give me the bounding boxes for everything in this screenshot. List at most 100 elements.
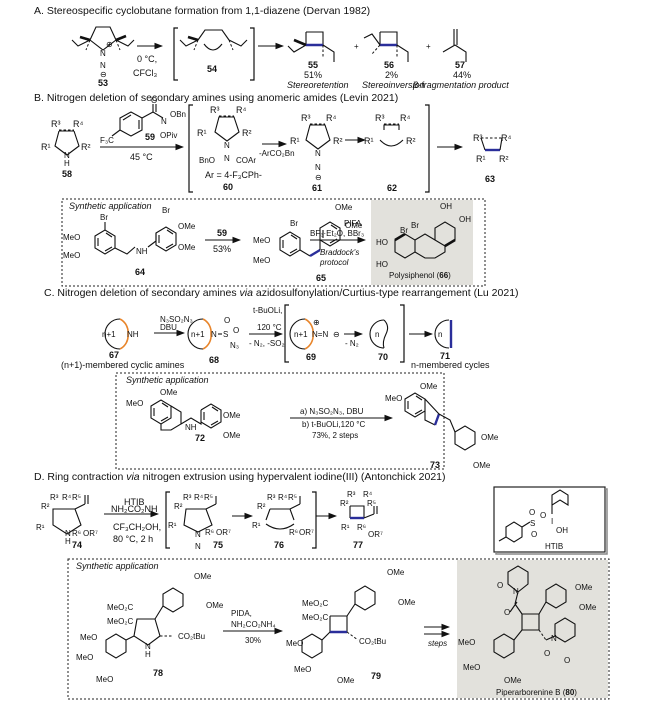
- svg-text:N=N: N=N: [312, 330, 328, 339]
- svg-text:R⁴: R⁴: [501, 133, 511, 143]
- compound-80: O N O N O O OMe OMe MeO MeO OMe Piperarb…: [458, 565, 597, 697]
- svg-text:O: O: [504, 608, 510, 617]
- compound-label-79: 79: [371, 671, 381, 681]
- svg-text:⊖: ⊖: [315, 173, 322, 182]
- svg-text:NH: NH: [127, 330, 139, 339]
- svg-text:N: N: [224, 154, 230, 163]
- svg-text:MeO: MeO: [385, 394, 402, 403]
- svg-text:R³: R³: [183, 493, 192, 502]
- product-name-66: Polysiphenol (66): [389, 271, 451, 280]
- svg-text:N: N: [551, 634, 557, 643]
- svg-text:N: N: [161, 117, 167, 126]
- application-box-b: Synthetic application Br Br MeO MeO OMe …: [61, 198, 486, 287]
- svg-text:OR⁷: OR⁷: [368, 530, 383, 539]
- svg-text:HO: HO: [376, 238, 388, 247]
- svg-text:⊖: ⊖: [333, 330, 340, 339]
- svg-text:O: O: [497, 581, 503, 590]
- svg-text:R²: R²: [340, 499, 349, 508]
- svg-text:R³: R³: [301, 113, 311, 123]
- svg-text:CO₂tBu: CO₂tBu: [359, 637, 386, 646]
- compound-label-68: 68: [209, 355, 219, 365]
- svg-text:O: O: [531, 530, 537, 539]
- svg-text:120 °C: 120 °C: [257, 323, 282, 332]
- compound-label-60: 60: [223, 182, 233, 192]
- htib-label: HTIB: [545, 542, 563, 551]
- svg-text:OMe: OMe: [579, 603, 597, 612]
- svg-text:44%: 44%: [453, 70, 471, 80]
- svg-text:OPiv: OPiv: [160, 131, 177, 140]
- svg-text:H: H: [64, 159, 70, 168]
- compound-78: OMe OMe MeO₂C MeO₂C MeO MeO MeO CO₂tBu N…: [76, 572, 224, 684]
- svg-text:N: N: [224, 141, 230, 150]
- compound-label-53: 53: [98, 78, 108, 88]
- compound-71: n 71 n-membered cycles: [411, 319, 490, 370]
- svg-text:45 °C: 45 °C: [130, 152, 153, 162]
- svg-text:MeO: MeO: [253, 236, 270, 245]
- svg-text:S: S: [530, 519, 535, 528]
- svg-text:OMe: OMe: [420, 382, 438, 391]
- svg-text:OMe: OMe: [335, 203, 353, 212]
- svg-text:O: O: [540, 511, 546, 520]
- svg-text:59: 59: [217, 228, 227, 238]
- svg-text:OR⁷: OR⁷: [299, 528, 314, 537]
- svg-text:MeO₂C: MeO₂C: [107, 617, 133, 626]
- compound-62: R³ R⁴ R¹ R² 62: [364, 113, 416, 193]
- svg-text:S: S: [223, 330, 228, 339]
- svg-text:MeO: MeO: [294, 665, 311, 674]
- section-b-title: B. Nitrogen deletion of secondary amines…: [34, 92, 398, 104]
- compound-75: R³ R⁴ R⁵ R² R¹ R⁶ OR⁷ N N 75: [168, 493, 231, 551]
- svg-text:MeO: MeO: [80, 633, 97, 642]
- svg-text:N: N: [315, 163, 321, 172]
- reagent-label-59: 59: [145, 132, 155, 142]
- compound-66: Br Br OH OH HO HO Polysiphenol (66): [376, 202, 471, 280]
- svg-text:Braddock's: Braddock's: [320, 248, 359, 257]
- svg-text:R²: R²: [174, 502, 183, 511]
- svg-text:BF₃·Et₂O, BBr₃: BF₃·Et₂O, BBr₃: [310, 229, 364, 238]
- svg-text:N: N: [145, 642, 151, 651]
- svg-text:OMe: OMe: [178, 222, 196, 231]
- svg-text:+: +: [426, 42, 431, 51]
- svg-text:n+1: n+1: [102, 330, 116, 339]
- svg-text:R³: R³: [51, 119, 61, 129]
- compound-69: n+1 N=N ⊕ ⊖ 69: [289, 318, 340, 362]
- svg-text:OBn: OBn: [170, 110, 186, 119]
- svg-text:R⁴: R⁴: [326, 113, 336, 123]
- svg-text:R¹: R¹: [197, 128, 207, 138]
- svg-text:R²: R²: [242, 128, 252, 138]
- svg-text:R¹: R¹: [290, 136, 300, 146]
- compound-61: R³ R⁴ R¹ R² N N ⊖ 61: [290, 113, 343, 193]
- svg-text:-ArCO₂Bn: -ArCO₂Bn: [259, 149, 295, 158]
- svg-text:HTIB: HTIB: [124, 497, 145, 507]
- svg-text:OR⁷: OR⁷: [83, 529, 98, 538]
- svg-text:R¹: R¹: [364, 136, 374, 146]
- svg-text:O: O: [564, 656, 570, 665]
- svg-text:N: N: [64, 151, 70, 160]
- compound-label-76: 76: [274, 540, 284, 550]
- svg-text:Br: Br: [411, 221, 419, 230]
- svg-text:OH: OH: [556, 526, 568, 535]
- compound-63: R³ R⁴ R¹ R² 63: [473, 133, 511, 184]
- svg-text:R¹: R¹: [341, 523, 350, 532]
- svg-text:0 °C,: 0 °C,: [137, 54, 157, 64]
- svg-text:R²: R²: [41, 502, 50, 511]
- svg-text:n: n: [375, 330, 379, 339]
- svg-text:2%: 2%: [385, 70, 398, 80]
- svg-text:- N₂: - N₂: [345, 339, 359, 348]
- svg-text:PIFA: PIFA: [344, 219, 362, 228]
- application-box-c: Synthetic application OMe MeO OMe OMe NH…: [115, 372, 499, 470]
- svg-text:R²: R²: [257, 502, 266, 511]
- svg-text:protocol: protocol: [319, 258, 349, 267]
- svg-text:MeO₂C: MeO₂C: [107, 603, 133, 612]
- svg-text:BnO: BnO: [199, 156, 215, 165]
- compound-label-73: 73: [430, 460, 440, 470]
- svg-text:Br: Br: [100, 213, 108, 222]
- svg-text:Synthetic application: Synthetic application: [69, 201, 152, 211]
- svg-text:MeO: MeO: [253, 256, 270, 265]
- svg-text:R⁴: R⁴: [73, 119, 83, 129]
- svg-text:R²: R²: [81, 142, 91, 152]
- svg-text:MeO₂C: MeO₂C: [302, 599, 328, 608]
- compound-53: N N ⊕ ⊖ 53: [71, 26, 135, 88]
- compound-label-71: 71: [440, 351, 450, 361]
- svg-text:R⁴: R⁴: [278, 493, 288, 502]
- compound-57: 57 44% β-fragmentation product: [412, 29, 509, 90]
